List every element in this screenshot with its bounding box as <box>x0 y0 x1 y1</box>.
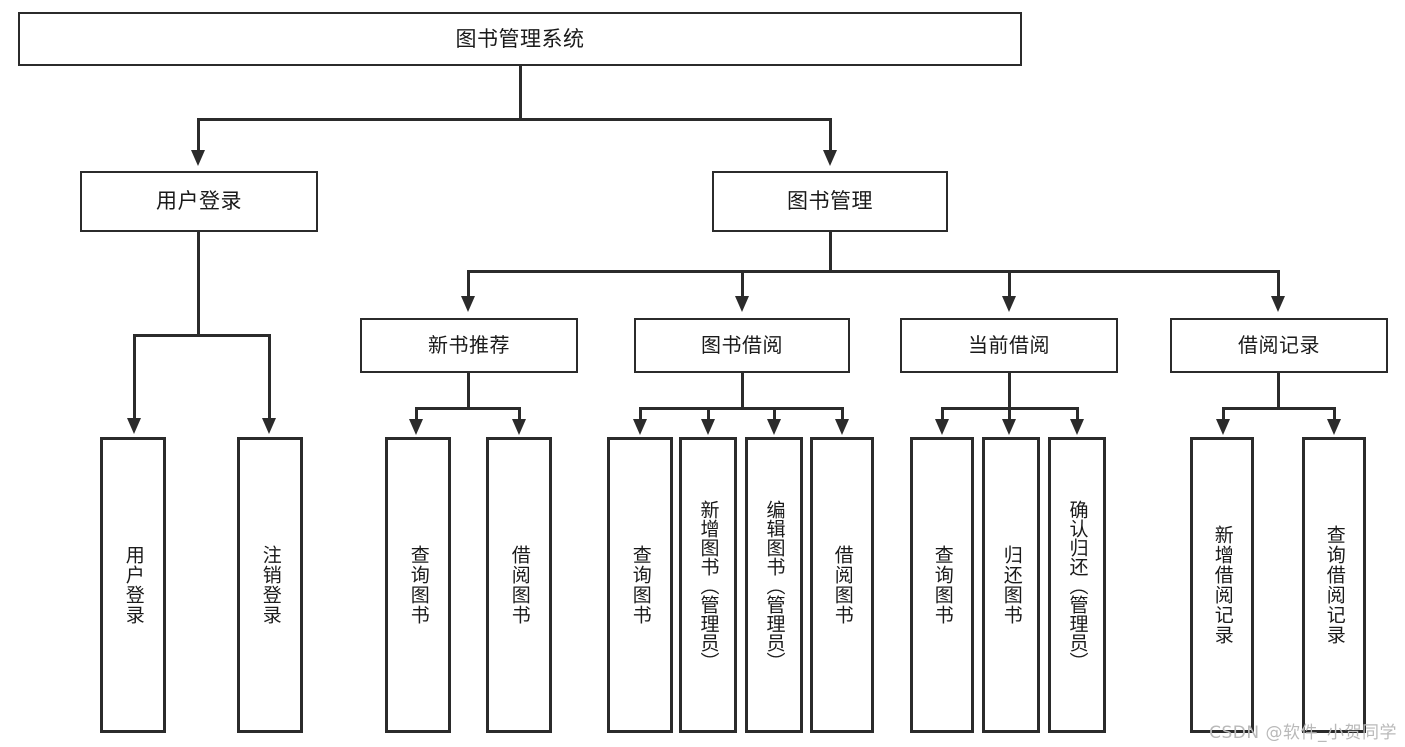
leaf-add-borrow-record[interactable]: 新增借阅记录 <box>1190 437 1254 733</box>
node-label: 新增图书（管理员） <box>697 499 720 671</box>
arrowhead-newbook-1 <box>512 419 526 435</box>
leaf-borrow-book-newbook[interactable]: 借阅图书 <box>486 437 552 733</box>
arrowhead-newbook-0 <box>409 419 423 435</box>
connector-current-drop-1 <box>1008 407 1011 421</box>
connector-root-bus <box>197 118 831 121</box>
leaf-confirm-return-admin[interactable]: 确认归还（管理员） <box>1048 437 1106 733</box>
node-borrow-records[interactable]: 借阅记录 <box>1170 318 1388 373</box>
leaf-logout[interactable]: 注销登录 <box>237 437 303 733</box>
node-book-borrow[interactable]: 图书借阅 <box>634 318 850 373</box>
connector-newbook-drop-0 <box>415 407 418 421</box>
node-label: 查询图书 <box>629 545 652 625</box>
arrowhead-current-2 <box>1070 419 1084 435</box>
node-label: 查询图书 <box>931 545 954 625</box>
node-book-management[interactable]: 图书管理 <box>712 171 948 232</box>
connector-borrow-drop-3 <box>841 407 844 421</box>
arrowhead-root-0 <box>191 150 205 166</box>
connector-root-drop-1 <box>829 118 832 152</box>
node-label: 注销登录 <box>259 545 282 625</box>
connector-records-bus <box>1222 407 1335 410</box>
connector-bookmgmt-bus <box>467 270 1279 273</box>
node-root-system[interactable]: 图书管理系统 <box>18 12 1022 66</box>
connector-current-stem <box>1008 373 1011 409</box>
leaf-query-book-borrow[interactable]: 查询图书 <box>607 437 673 733</box>
arrowhead-borrow-0 <box>633 419 647 435</box>
node-label: 图书管理系统 <box>455 26 585 51</box>
leaf-edit-book-admin[interactable]: 编辑图书（管理员） <box>745 437 803 733</box>
node-label: 用户登录 <box>122 545 145 625</box>
connector-bookmgmt-drop-2 <box>1008 270 1011 298</box>
leaf-user-login[interactable]: 用户登录 <box>100 437 166 733</box>
connector-records-stem <box>1277 373 1280 409</box>
arrowhead-bookmgmt-1 <box>735 296 749 312</box>
node-label: 用户登录 <box>156 189 242 214</box>
node-current-borrow[interactable]: 当前借阅 <box>900 318 1118 373</box>
connector-borrow-drop-2 <box>773 407 776 421</box>
leaf-add-book-admin[interactable]: 新增图书（管理员） <box>679 437 737 733</box>
connector-bookmgmt-drop-1 <box>741 270 744 298</box>
node-label: 查询图书 <box>407 545 430 625</box>
arrowhead-borrow-2 <box>767 419 781 435</box>
node-new-book-recommend[interactable]: 新书推荐 <box>360 318 578 373</box>
connector-records-drop-1 <box>1333 407 1336 421</box>
connector-userlogin-drop-0 <box>133 334 136 420</box>
connector-borrow-drop-0 <box>639 407 642 421</box>
node-label: 归还图书 <box>1000 545 1023 625</box>
arrowhead-borrow-1 <box>701 419 715 435</box>
connector-borrow-bus <box>639 407 843 410</box>
connector-current-drop-2 <box>1076 407 1079 421</box>
arrowhead-current-1 <box>1002 419 1016 435</box>
leaf-return-book[interactable]: 归还图书 <box>982 437 1040 733</box>
arrowhead-userlogin-0 <box>127 418 141 434</box>
connector-newbook-stem <box>467 373 470 409</box>
connector-userlogin-stem <box>197 232 200 336</box>
arrowhead-records-1 <box>1327 419 1341 435</box>
node-label: 借阅图书 <box>831 545 854 625</box>
arrowhead-userlogin-1 <box>262 418 276 434</box>
connector-borrow-drop-1 <box>707 407 710 421</box>
node-label: 查询借阅记录 <box>1323 525 1346 645</box>
arrowhead-root-1 <box>823 150 837 166</box>
connector-newbook-bus <box>415 407 520 410</box>
leaf-query-book-current[interactable]: 查询图书 <box>910 437 974 733</box>
connector-root-stem <box>519 66 522 118</box>
connector-bookmgmt-drop-0 <box>467 270 470 298</box>
leaf-borrow-book[interactable]: 借阅图书 <box>810 437 874 733</box>
node-label: 编辑图书（管理员） <box>763 499 786 671</box>
arrowhead-current-0 <box>935 419 949 435</box>
connector-newbook-drop-1 <box>518 407 521 421</box>
node-label: 新书推荐 <box>428 333 510 357</box>
arrowhead-bookmgmt-3 <box>1271 296 1285 312</box>
arrowhead-records-0 <box>1216 419 1230 435</box>
node-label: 当前借阅 <box>968 333 1050 357</box>
arrowhead-bookmgmt-0 <box>461 296 475 312</box>
arrowhead-borrow-3 <box>835 419 849 435</box>
arrowhead-bookmgmt-2 <box>1002 296 1016 312</box>
connector-bookmgmt-stem <box>829 232 832 272</box>
leaf-query-book-newbook[interactable]: 查询图书 <box>385 437 451 733</box>
node-label: 借阅图书 <box>508 545 531 625</box>
leaf-query-borrow-record[interactable]: 查询借阅记录 <box>1302 437 1366 733</box>
connector-root-drop-0 <box>197 118 200 152</box>
node-label: 借阅记录 <box>1238 333 1320 357</box>
connector-userlogin-bus <box>133 334 270 337</box>
connector-borrow-stem <box>741 373 744 409</box>
node-label: 图书借阅 <box>701 333 783 357</box>
connector-userlogin-drop-1 <box>268 334 271 420</box>
watermark: CSDN @软件_小贺同学 <box>1209 723 1397 743</box>
node-user-login[interactable]: 用户登录 <box>80 171 318 232</box>
node-label: 新增借阅记录 <box>1211 525 1234 645</box>
connector-current-drop-0 <box>941 407 944 421</box>
connector-records-drop-0 <box>1222 407 1225 421</box>
node-label: 确认归还（管理员） <box>1066 499 1089 671</box>
node-label: 图书管理 <box>787 189 873 214</box>
connector-bookmgmt-drop-3 <box>1277 270 1280 298</box>
